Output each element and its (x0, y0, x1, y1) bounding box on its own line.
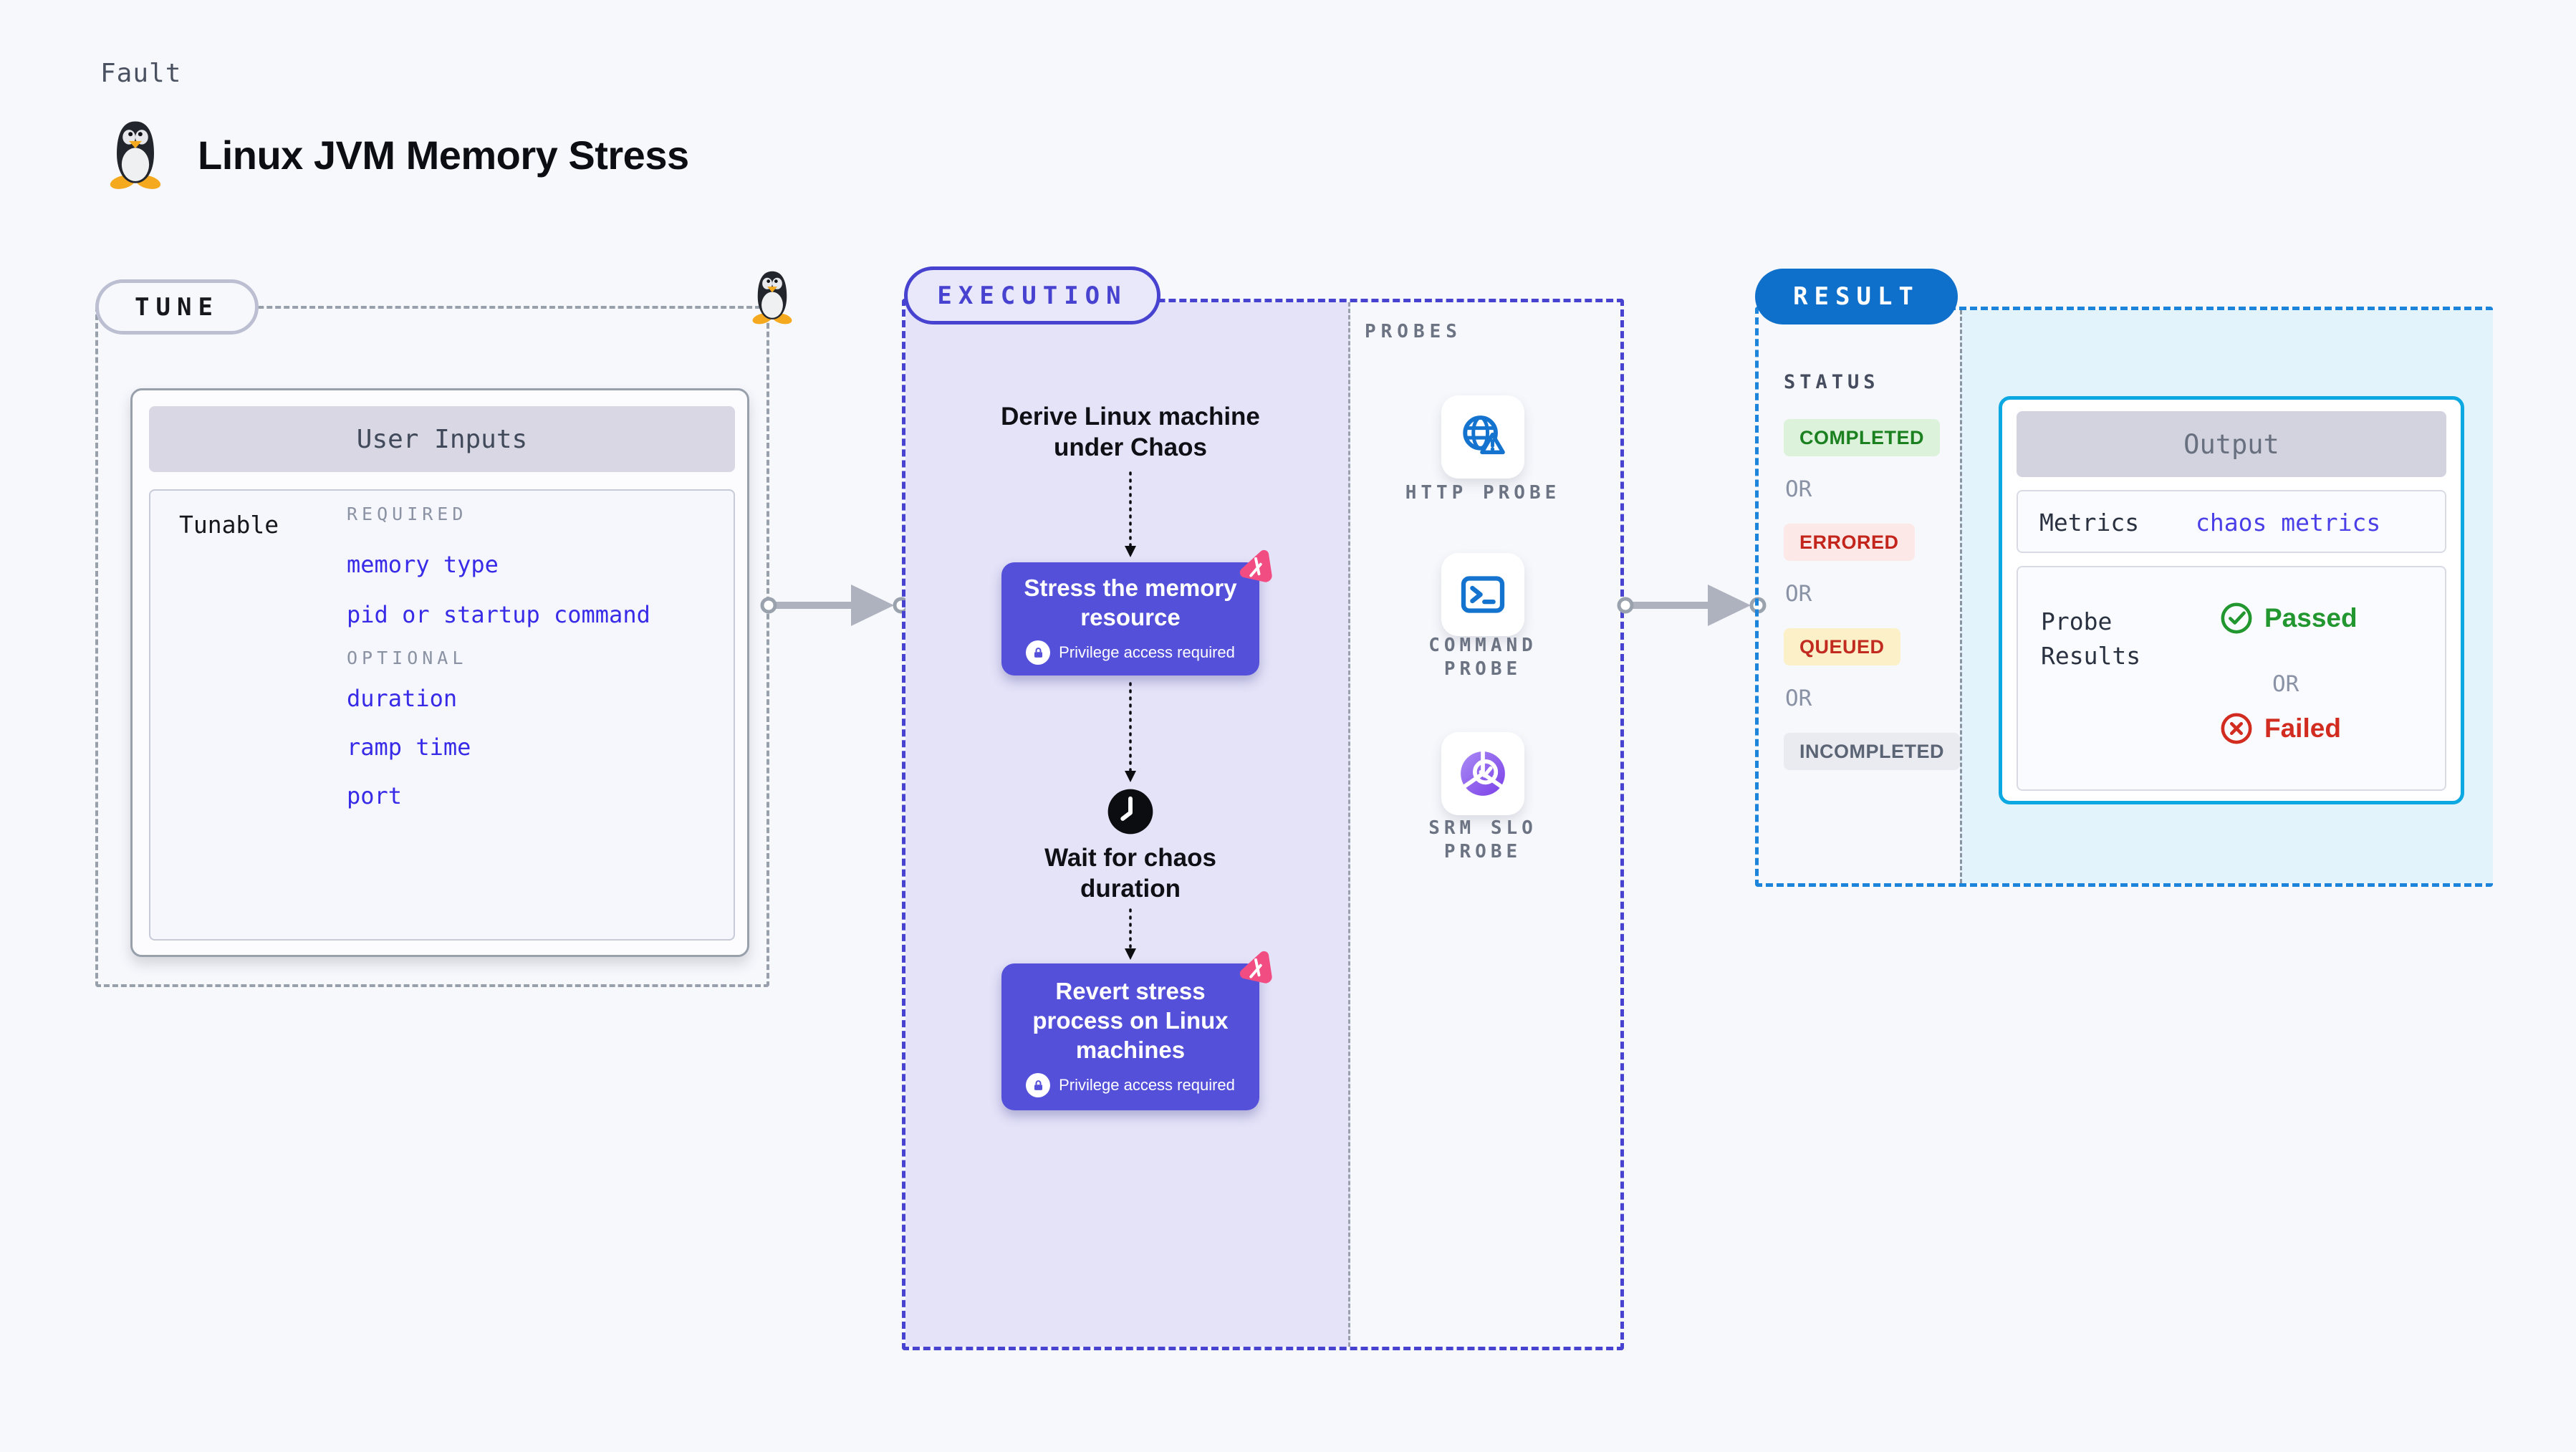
or-separator: OR (2272, 671, 2299, 697)
http-probe-label: HTTP PROBE (1405, 482, 1561, 504)
metrics-label: Metrics (2039, 509, 2140, 537)
srm-slo-probe-label: SRM SLO PROBE (1428, 817, 1537, 862)
chaos-fault-icon (1239, 951, 1272, 984)
command-probe-card (1441, 553, 1524, 636)
x-circle-icon (2221, 713, 2252, 744)
status-badge-completed: COMPLETED (1784, 419, 1941, 456)
probe-results-row: Probe Results Passed OR Failed (2017, 566, 2446, 791)
dotted-connector-2 (1125, 682, 1136, 782)
wait-clock-icon (1107, 789, 1153, 835)
result-pill: RESULT (1755, 269, 1958, 324)
failed-label: Failed (2264, 713, 2341, 743)
srm-slo-probe-card (1441, 732, 1524, 815)
step-wait-duration: Wait for chaos duration (1044, 844, 1216, 903)
title-row: Linux JVM Memory Stress (106, 120, 689, 189)
status-badge-incompleted: INCOMPLETED (1784, 733, 1961, 770)
probe-results-label: Probe Results (2041, 607, 2141, 670)
input-ramp-time[interactable]: ramp time (347, 734, 471, 761)
metrics-value-link[interactable]: chaos metrics (2196, 509, 2381, 537)
input-pid-or-startup-command[interactable]: pid or startup command (347, 601, 650, 628)
status-badge-queued: QUEUED (1784, 628, 1900, 665)
output-card: Output Metrics chaos metrics Probe Resul… (1999, 396, 2464, 804)
input-memory-type[interactable]: memory type (347, 551, 499, 578)
tune-pill: TUNE (95, 279, 259, 335)
command-probe-label: COMMAND PROBE (1428, 635, 1537, 680)
or-separator: OR (1785, 476, 1812, 502)
revert-stress-node: Revert stress process on Linux machines … (1001, 951, 1272, 1110)
privilege-note: Privilege access required (1059, 1076, 1235, 1094)
stress-memory-label: Stress the memory resource (1024, 574, 1237, 630)
or-separator: OR (1785, 581, 1812, 607)
http-probe-card (1441, 395, 1524, 479)
lock-icon (1026, 1073, 1051, 1097)
dotted-connector-3 (1125, 908, 1136, 960)
probe-result-failed: Failed (2220, 712, 2341, 745)
passed-label: Passed (2264, 603, 2358, 633)
step-derive-machine: Derive Linux machine under Chaos (1001, 403, 1260, 461)
user-inputs-card: User Inputs Tunable REQUIRED memory type… (130, 388, 749, 957)
lock-icon (1026, 640, 1051, 665)
status-column-label: STATUS (1784, 371, 1880, 393)
user-inputs-panel: Tunable REQUIRED memory type pid or star… (149, 489, 735, 941)
required-group-label: REQUIRED (347, 504, 468, 524)
terminal-icon (1461, 576, 1505, 613)
execution-pill: EXECUTION (904, 266, 1160, 324)
tunable-row-label: Tunable (179, 511, 279, 539)
privilege-note: Privilege access required (1059, 643, 1235, 661)
execution-to-result-arrow (1617, 585, 1767, 626)
linux-tux-icon-small (752, 271, 792, 324)
slo-pie-icon (1461, 750, 1505, 796)
optional-group-label: OPTIONAL (347, 648, 468, 668)
linux-tux-icon (110, 121, 161, 189)
tune-to-execution-arrow (760, 585, 910, 626)
privilege-row: Privilege access required (1026, 1073, 1235, 1097)
probes-section-label: PROBES (1365, 321, 1462, 342)
revert-stress-label: Revert stress process on Linux machines (1032, 978, 1229, 1063)
input-duration[interactable]: duration (347, 685, 458, 712)
or-separator: OR (1785, 686, 1812, 711)
probe-result-passed: Passed (2220, 602, 2358, 635)
check-circle-icon (2221, 602, 2252, 634)
tune-section-box (95, 306, 769, 987)
input-port[interactable]: port (347, 782, 403, 809)
dotted-connector-1 (1125, 471, 1136, 557)
status-badge-errored: ERRORED (1784, 524, 1915, 561)
globe-warning-icon (1463, 415, 1505, 455)
privilege-row: Privilege access required (1026, 640, 1235, 665)
chaos-fault-icon (1239, 549, 1272, 582)
user-inputs-header: User Inputs (149, 406, 735, 472)
stress-memory-node: Stress the memory resource Privilege acc… (1001, 549, 1272, 675)
metrics-row: Metrics chaos metrics (2017, 490, 2446, 553)
page-title: Linux JVM Memory Stress (198, 132, 689, 178)
output-header: Output (2017, 411, 2446, 477)
fault-kicker: Fault (100, 59, 182, 88)
